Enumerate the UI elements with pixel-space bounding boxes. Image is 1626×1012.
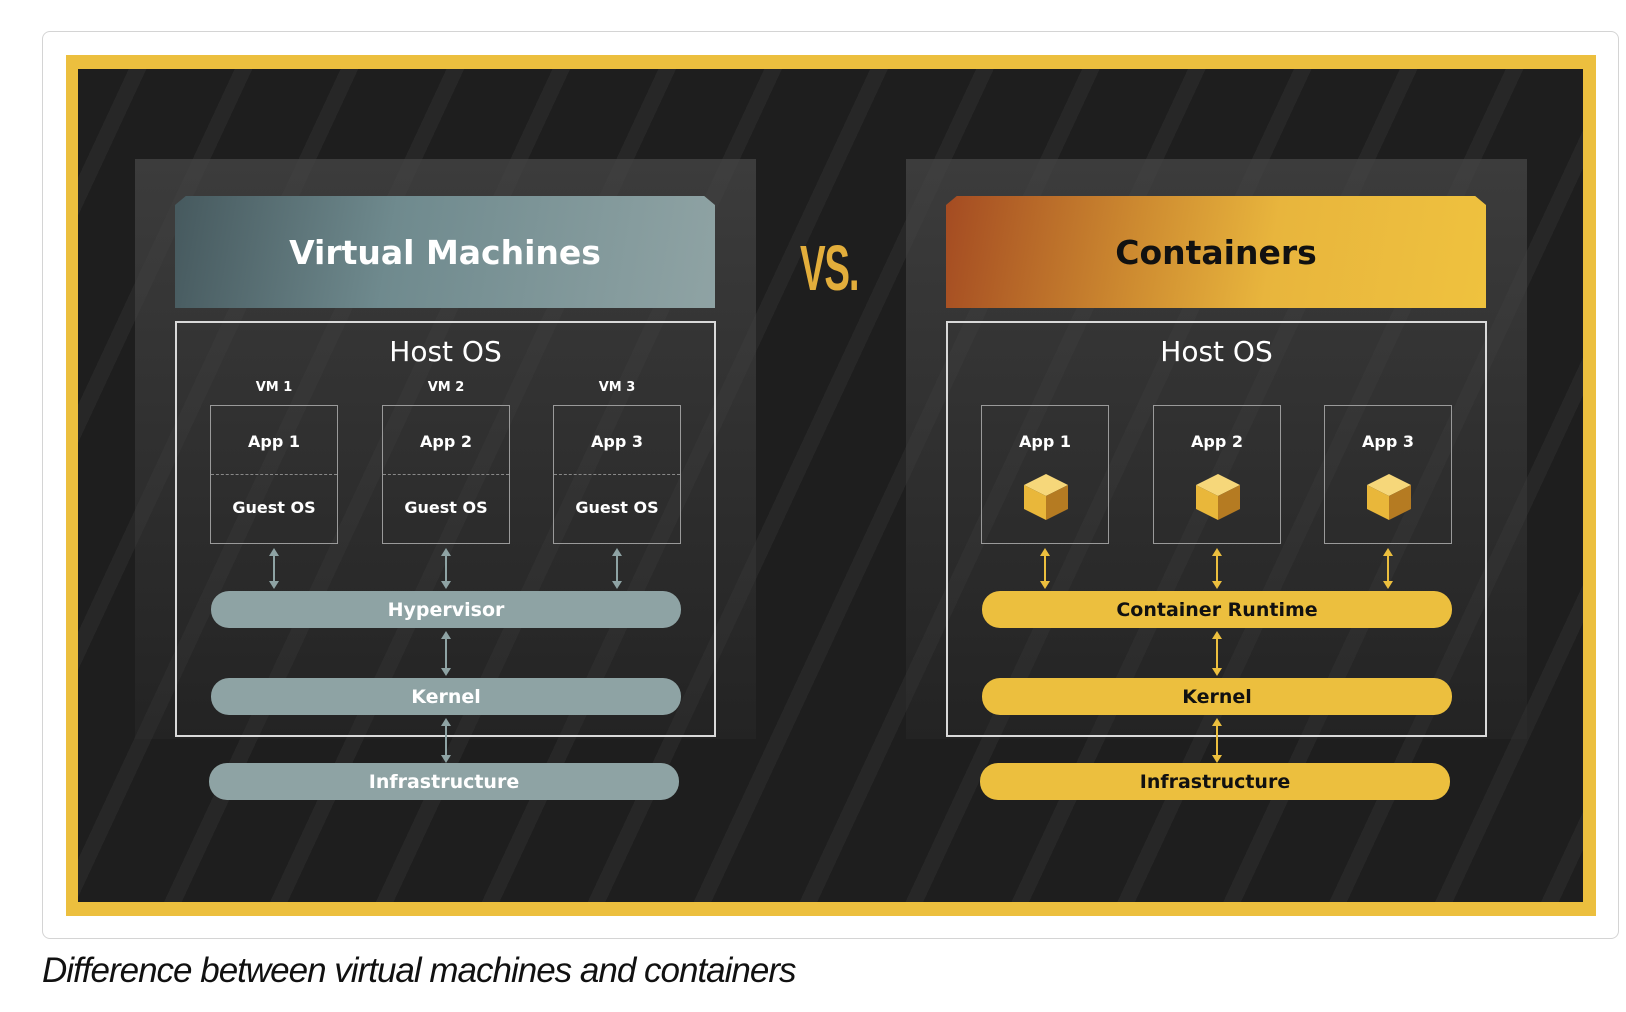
double-arrow-icon: [1040, 548, 1050, 589]
guest-os-label: Guest OS: [575, 498, 659, 517]
diagram: Virtual Machines Host OS VM 1 VM 2 VM 3 …: [78, 69, 1583, 902]
double-arrow-icon: [269, 548, 279, 589]
cube-icon: [1367, 474, 1411, 520]
container-box: App 3: [1324, 405, 1452, 544]
arrows: [269, 548, 1393, 763]
vm-host-os: Host OS VM 1 VM 2 VM 3 App 1 Guest OS App…: [175, 321, 716, 737]
host-os-title: Host OS: [389, 335, 502, 368]
vs-label: VS.: [800, 232, 859, 304]
kernel-layer: Kernel: [982, 678, 1452, 715]
hypervisor-layer: Hypervisor: [211, 591, 681, 628]
app-label: App 1: [1019, 432, 1071, 451]
figure-caption: Difference between virtual machines and …: [42, 951, 796, 990]
container-box: App 2: [1153, 405, 1281, 544]
double-arrow-icon: [1383, 548, 1393, 589]
infrastructure-layer: Infrastructure: [980, 763, 1450, 800]
double-arrow-icon: [1212, 631, 1222, 676]
vm-panel: Virtual Machines Host OS VM 1 VM 2 VM 3 …: [135, 159, 756, 800]
app-label: App 2: [1191, 432, 1243, 451]
infrastructure-layer: Infrastructure: [209, 763, 679, 800]
cube-icon: [1024, 474, 1068, 520]
vm-label: VM 2: [427, 380, 465, 395]
host-os-title: Host OS: [1160, 335, 1273, 368]
double-arrow-icon: [441, 718, 451, 763]
vm-box: App 3 Guest OS: [553, 405, 681, 544]
kernel-layer: Kernel: [211, 678, 681, 715]
vm-title: Virtual Machines: [175, 196, 715, 308]
app-label: App 3: [591, 432, 643, 451]
vm-box: App 1 Guest OS: [210, 405, 338, 544]
double-arrow-icon: [1212, 548, 1222, 589]
double-arrow-icon: [441, 548, 451, 589]
vm-label: VM 1: [255, 380, 293, 395]
container-runtime-layer: Container Runtime: [982, 591, 1452, 628]
containers-title: Containers: [946, 196, 1486, 308]
container-box: App 1: [981, 405, 1109, 544]
double-arrow-icon: [1212, 718, 1222, 763]
guest-os-label: Guest OS: [404, 498, 488, 517]
vm-box: App 2 Guest OS: [382, 405, 510, 544]
double-arrow-icon: [612, 548, 622, 589]
guest-os-label: Guest OS: [232, 498, 316, 517]
double-arrow-icon: [441, 631, 451, 676]
app-label: App 1: [248, 432, 300, 451]
container-host-os: Host OS App 1 App 2 App 3 Container Runt…: [946, 321, 1487, 737]
cube-icon: [1196, 474, 1240, 520]
vm-label: VM 3: [598, 380, 636, 395]
app-label: App 3: [1362, 432, 1414, 451]
app-label: App 2: [420, 432, 472, 451]
